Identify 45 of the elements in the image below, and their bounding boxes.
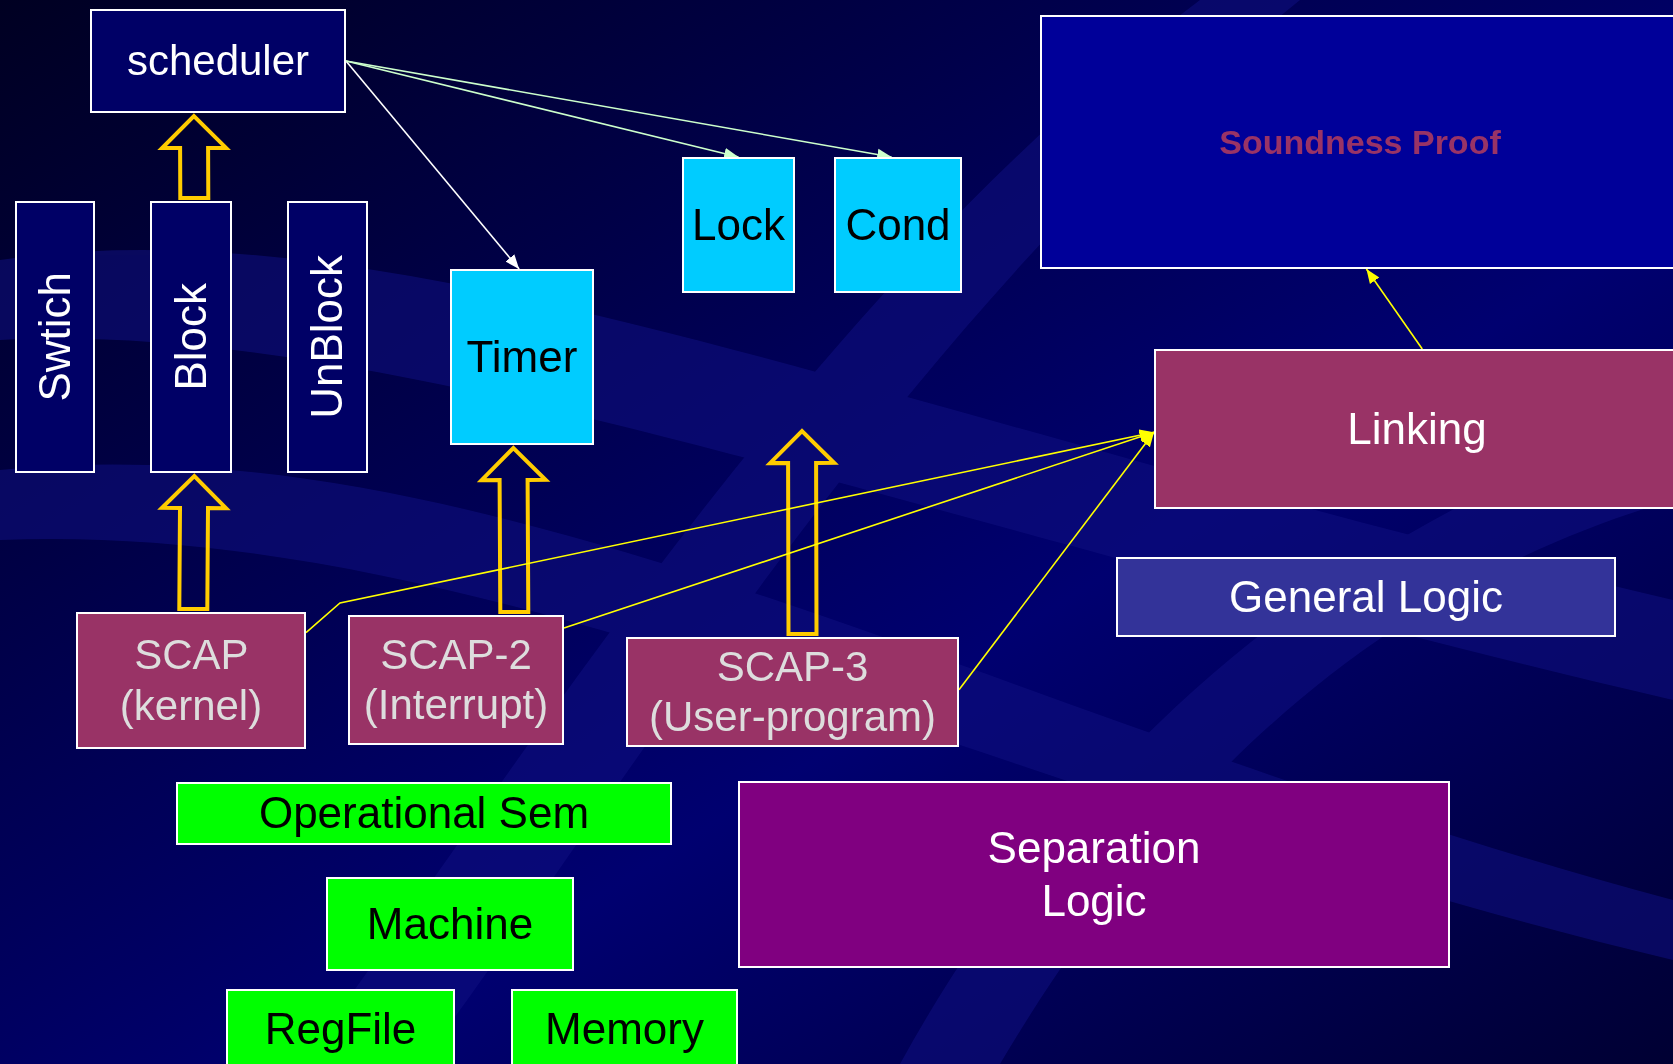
box-label: SCAP (kernel) [119, 630, 263, 731]
box-label: Swtich [28, 272, 80, 402]
box-label: RegFile [264, 1003, 417, 1056]
process-box [226, 989, 455, 1064]
process-box [176, 782, 672, 845]
box-label: UnBlock [301, 255, 353, 419]
process-box [834, 157, 962, 293]
process-box [326, 877, 574, 971]
process-box [511, 989, 738, 1064]
process-box [450, 269, 594, 445]
box-label: Cond [845, 198, 951, 251]
process-box [626, 637, 959, 747]
process-box [682, 157, 795, 293]
box-label: Operational Sem [258, 787, 590, 840]
box-label: General Logic [1229, 570, 1503, 623]
process-box [150, 201, 232, 473]
box-label: SCAP-3 (User-program) [649, 641, 936, 742]
arrow [563, 431, 1155, 629]
process-box [287, 201, 368, 473]
block-arrow [157, 113, 231, 201]
box-label: Soundness Proof [1219, 121, 1501, 163]
block-arrow [476, 445, 551, 615]
process-box [1040, 15, 1673, 269]
block-arrow [157, 473, 231, 612]
box-label: Lock [692, 198, 785, 251]
process-box [348, 615, 564, 745]
arrow [1365, 268, 1424, 350]
box-label: Separation Logic [986, 821, 1202, 927]
box-label: scheduler [126, 35, 310, 86]
box-label: Memory [545, 1003, 704, 1056]
process-box [90, 9, 346, 113]
box-label: Block [164, 283, 216, 391]
process-box [1116, 557, 1616, 637]
box-label: Timer [466, 330, 578, 383]
box-label: Linking [1347, 402, 1487, 455]
arrow [958, 431, 1155, 691]
process-box [15, 201, 95, 473]
process-box [76, 612, 306, 749]
box-label: Machine [366, 897, 534, 950]
box-label: SCAP-2 (Interrupt) [363, 629, 549, 730]
block-arrow [765, 428, 839, 636]
process-box [1154, 349, 1673, 509]
process-box [738, 781, 1450, 968]
arrow [345, 60, 520, 270]
arrow [305, 429, 1155, 634]
